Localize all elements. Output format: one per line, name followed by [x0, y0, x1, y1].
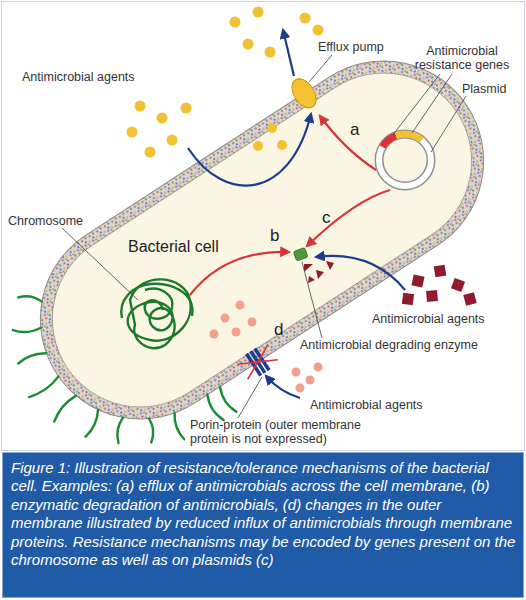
molecule: [300, 13, 311, 24]
pilus: [13, 328, 41, 332]
molecule: [265, 47, 276, 58]
molecule: [157, 113, 168, 124]
molecule: [181, 103, 192, 114]
pilus: [175, 413, 185, 439]
molecule: [402, 293, 414, 305]
figure-caption: Figure 1: Illustration of resistance/tol…: [11, 459, 517, 569]
callout-letter: b: [270, 226, 279, 245]
pilus: [18, 296, 42, 301]
cytoplasm: [19, 39, 506, 440]
callout-label: Antimicrobial agents: [22, 70, 135, 84]
antimicrobial-squares: [402, 265, 477, 306]
molecule: [296, 384, 305, 393]
pilus: [117, 418, 123, 444]
molecule: [243, 39, 254, 50]
molecule: [463, 292, 476, 305]
pilus: [207, 395, 223, 420]
molecule: [230, 17, 241, 28]
efflux-arrow: [283, 30, 294, 76]
callout-letter: c: [322, 208, 331, 227]
pilus: [220, 387, 236, 412]
bacterial-cell: Bacterial cell: [40, 61, 484, 419]
node-label: Bacterial cell: [128, 238, 219, 256]
callout-label: Chromosome: [8, 214, 83, 228]
molecule: [434, 265, 447, 278]
molecule: [167, 135, 178, 146]
cell-membrane: [2, 23, 522, 458]
callout-label: Plasmid: [462, 82, 506, 96]
influx-arrow: [266, 376, 300, 398]
molecule: [145, 147, 156, 158]
pilus: [29, 376, 59, 397]
callout-label: Antimicrobial degrading enzyme: [300, 338, 495, 352]
molecule: [426, 290, 438, 302]
molecule: [314, 363, 323, 372]
leader-line: [238, 377, 262, 418]
callout-label: Porin-protein (outer membrane protein is…: [190, 418, 395, 446]
pilus: [18, 353, 46, 363]
pilus: [85, 410, 98, 437]
callout-label: Antimicrobial agents: [310, 398, 423, 412]
callout-letter: d: [274, 320, 283, 339]
callout-label: Antimicrobial agents: [372, 312, 485, 326]
molecule: [411, 274, 424, 287]
caption-box: Figure 1: Illustration of resistance/tol…: [2, 452, 524, 598]
cell-outline: [40, 61, 484, 419]
molecule: [292, 368, 301, 377]
molecule: [127, 127, 138, 138]
molecule: [253, 7, 264, 18]
pilus: [149, 419, 153, 443]
callout-label: Antimicrobial resistance genes: [408, 44, 516, 72]
molecule: [313, 25, 324, 36]
molecule: [135, 101, 146, 112]
callout-label: Efflux pump: [318, 40, 384, 54]
callout-letter: a: [350, 120, 359, 139]
molecule: [451, 278, 465, 292]
molecule: [306, 376, 315, 385]
pilus: [54, 396, 76, 422]
